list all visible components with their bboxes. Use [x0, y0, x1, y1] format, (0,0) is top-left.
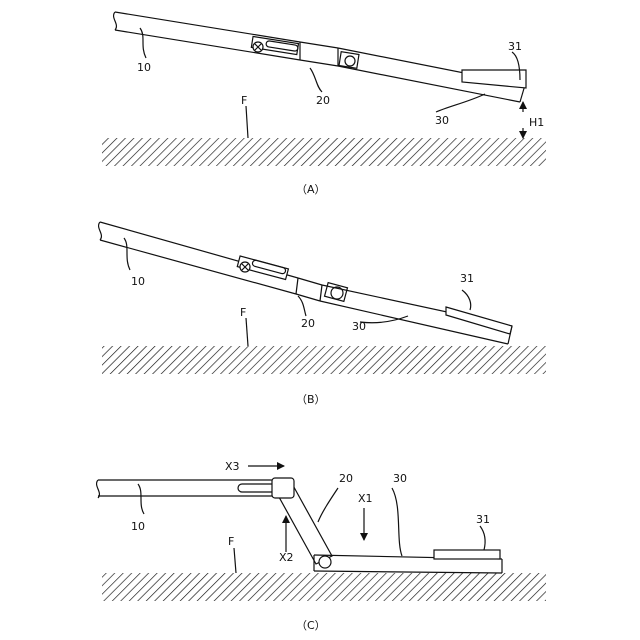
label-30-a: 30: [435, 114, 449, 127]
label-10-c: 10: [131, 520, 145, 533]
label-x1-c: X1: [358, 492, 373, 505]
label-h1-a: H1: [529, 116, 544, 129]
label-10-b: 10: [131, 275, 145, 288]
label-20-a: 20: [316, 94, 330, 107]
label-20-c: 20: [339, 472, 353, 485]
label-f-c: F: [228, 535, 234, 548]
label-20-b: 20: [301, 317, 315, 330]
member-30-c: [314, 550, 502, 573]
member-20-b: [296, 278, 347, 301]
member-30-b: [320, 285, 512, 344]
floor-c: [102, 573, 546, 601]
member-10-a: [114, 12, 300, 60]
member-10-b: [99, 222, 298, 294]
caption-c: （C）: [296, 619, 326, 632]
label-31-c: 31: [476, 513, 490, 526]
member-20-a: [300, 42, 359, 68]
label-31-a: 31: [508, 40, 522, 53]
figure-a: 10 20 30 31 F H1 （A）: [102, 12, 546, 196]
label-f-a: F: [241, 94, 247, 107]
label-f-b: F: [240, 306, 246, 319]
label-31-b: 31: [460, 272, 474, 285]
label-30-c: 30: [393, 472, 407, 485]
member-10-c: [97, 480, 284, 498]
caption-a: （A）: [296, 183, 326, 196]
floor-b: [102, 346, 546, 374]
label-x3-c: X3: [225, 460, 240, 473]
label-10-a: 10: [137, 61, 151, 74]
figure-c: 10 20 30 31 F X1 X2 X3 （C）: [97, 460, 546, 632]
member-30-a: [338, 48, 526, 102]
figure-b: 10 20 30 31 F （B）: [99, 222, 546, 406]
label-x2-c: X2: [279, 551, 294, 564]
label-30-b: 30: [352, 320, 366, 333]
floor-a: [102, 138, 546, 166]
caption-b: （B）: [296, 393, 326, 406]
